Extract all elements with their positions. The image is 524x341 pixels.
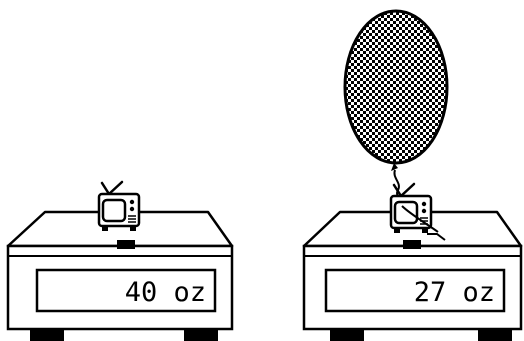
left-scale-foot: [30, 329, 64, 341]
right-scale-foot: [478, 329, 512, 341]
left-scale: 40 oz: [8, 212, 232, 341]
left-scale-foot: [184, 329, 218, 341]
right-scale-reading: 27 oz: [414, 277, 495, 308]
tv-icon: [391, 184, 431, 233]
left-scale-reading: 40 oz: [125, 277, 206, 308]
tv-icon: [99, 182, 139, 231]
right-scale-foot: [330, 329, 364, 341]
balloon-icon: [345, 11, 447, 206]
right-scale: 27 oz: [304, 212, 521, 341]
